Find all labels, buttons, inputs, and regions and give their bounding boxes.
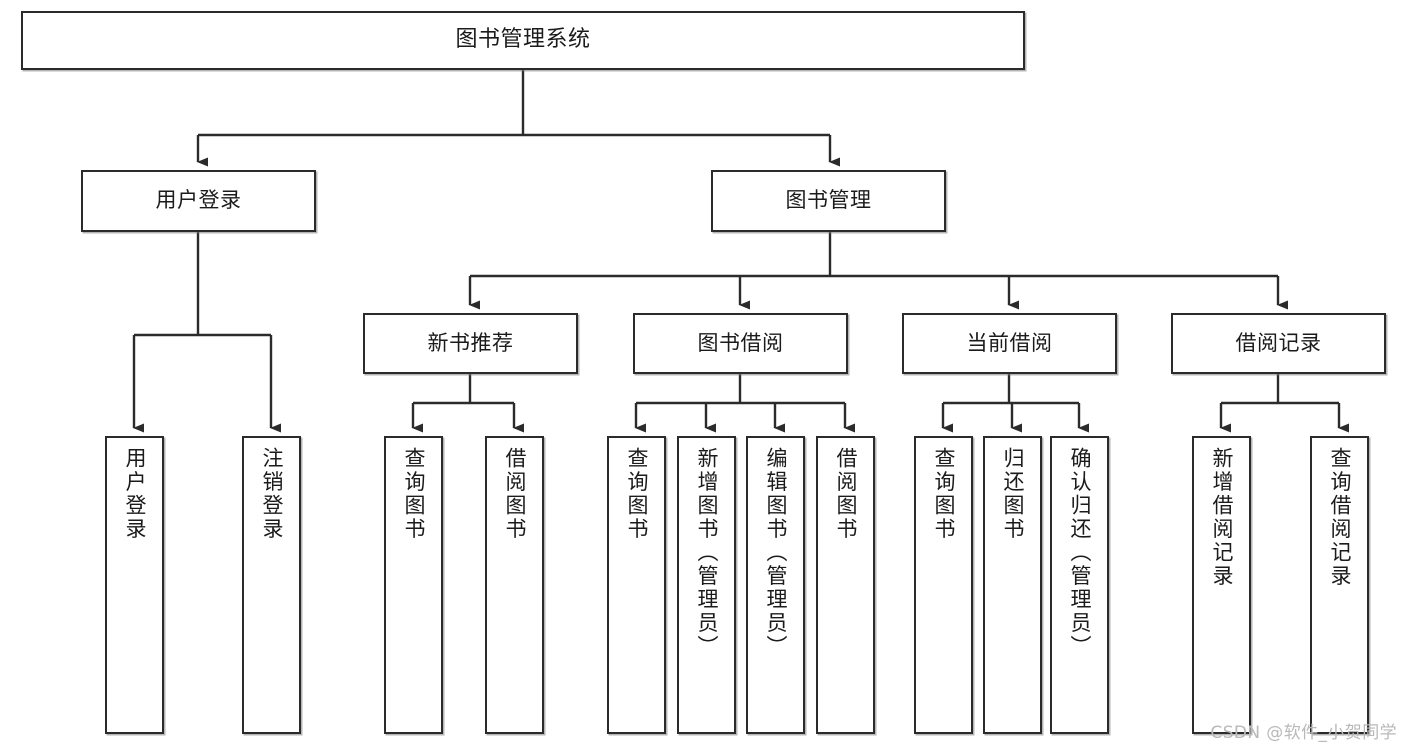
node-book-management[interactable]: 图书管理	[711, 170, 946, 232]
node-user-login-label: 用户登录	[155, 188, 242, 213]
csdn-watermark: CSDN @软件_小贺同学	[1210, 723, 1397, 743]
node-leaf-borrow-book-1-label: 借阅图书	[503, 447, 527, 541]
node-leaf-confirm-return-label: 确认归还（管理员）	[1068, 447, 1092, 659]
node-leaf-query-book-3[interactable]: 查询图书	[914, 436, 973, 734]
node-leaf-add-record[interactable]: 新增借阅记录	[1192, 436, 1251, 734]
node-leaf-user-login[interactable]: 用户登录	[105, 436, 164, 734]
node-current-borrow-label: 当前借阅	[966, 330, 1053, 355]
node-leaf-return-book-label: 归还图书	[1001, 447, 1025, 541]
node-book-borrow-label: 图书借阅	[697, 330, 784, 355]
node-root[interactable]: 图书管理系统	[21, 11, 1025, 70]
node-root-label: 图书管理系统	[455, 27, 591, 53]
node-leaf-add-record-label: 新增借阅记录	[1210, 447, 1234, 588]
node-leaf-edit-book-label: 编辑图书（管理员）	[764, 447, 788, 659]
node-leaf-query-book-1-label: 查询图书	[402, 447, 426, 541]
node-leaf-query-book-2-label: 查询图书	[625, 447, 649, 541]
node-leaf-edit-book[interactable]: 编辑图书（管理员）	[746, 436, 805, 734]
node-current-borrow[interactable]: 当前借阅	[902, 313, 1117, 374]
node-new-book-recommend[interactable]: 新书推荐	[363, 313, 578, 374]
node-book-management-label: 图书管理	[785, 188, 872, 213]
node-leaf-borrow-book-2-label: 借阅图书	[834, 447, 858, 541]
node-leaf-query-record-label: 查询借阅记录	[1328, 447, 1352, 588]
node-leaf-logout-login[interactable]: 注销登录	[242, 436, 301, 734]
node-user-login[interactable]: 用户登录	[81, 170, 316, 232]
node-leaf-borrow-book-2[interactable]: 借阅图书	[816, 436, 875, 734]
node-leaf-user-login-label: 用户登录	[123, 447, 147, 541]
node-borrow-record[interactable]: 借阅记录	[1171, 313, 1386, 374]
node-leaf-query-book-3-label: 查询图书	[932, 447, 956, 541]
node-leaf-query-record[interactable]: 查询借阅记录	[1310, 436, 1369, 734]
node-leaf-confirm-return[interactable]: 确认归还（管理员）	[1050, 436, 1109, 734]
node-book-borrow[interactable]: 图书借阅	[633, 313, 848, 374]
node-leaf-logout-login-label: 注销登录	[260, 447, 284, 541]
node-leaf-query-book-1[interactable]: 查询图书	[384, 436, 443, 734]
node-leaf-borrow-book-1[interactable]: 借阅图书	[485, 436, 544, 734]
node-leaf-query-book-2[interactable]: 查询图书	[607, 436, 666, 734]
node-leaf-return-book[interactable]: 归还图书	[983, 436, 1042, 734]
node-new-book-recommend-label: 新书推荐	[427, 330, 514, 355]
node-leaf-add-book[interactable]: 新增图书（管理员）	[677, 436, 736, 734]
node-leaf-add-book-label: 新增图书（管理员）	[695, 447, 719, 659]
node-borrow-record-label: 借阅记录	[1235, 330, 1322, 355]
